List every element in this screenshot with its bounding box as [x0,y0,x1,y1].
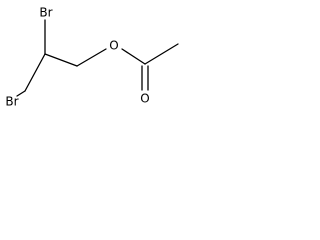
atom-br-top: Br [39,6,52,20]
bond-o-c4 [121,48,146,65]
bond-br-c1 [16,90,26,97]
atom-o-ester: O [109,39,118,53]
bonds [16,19,179,97]
atom-o-carbonyl: O [140,92,149,106]
atom-labels: Br Br O O [5,6,149,109]
bond-c3-o [76,48,107,67]
structural-formula-diagram: Br Br O O [5,6,179,109]
bond-c4-ch3 [144,43,179,65]
bond-c2-c3 [44,53,78,67]
bond-c1-c2 [24,53,46,92]
atom-br-bottom: Br [5,95,18,109]
